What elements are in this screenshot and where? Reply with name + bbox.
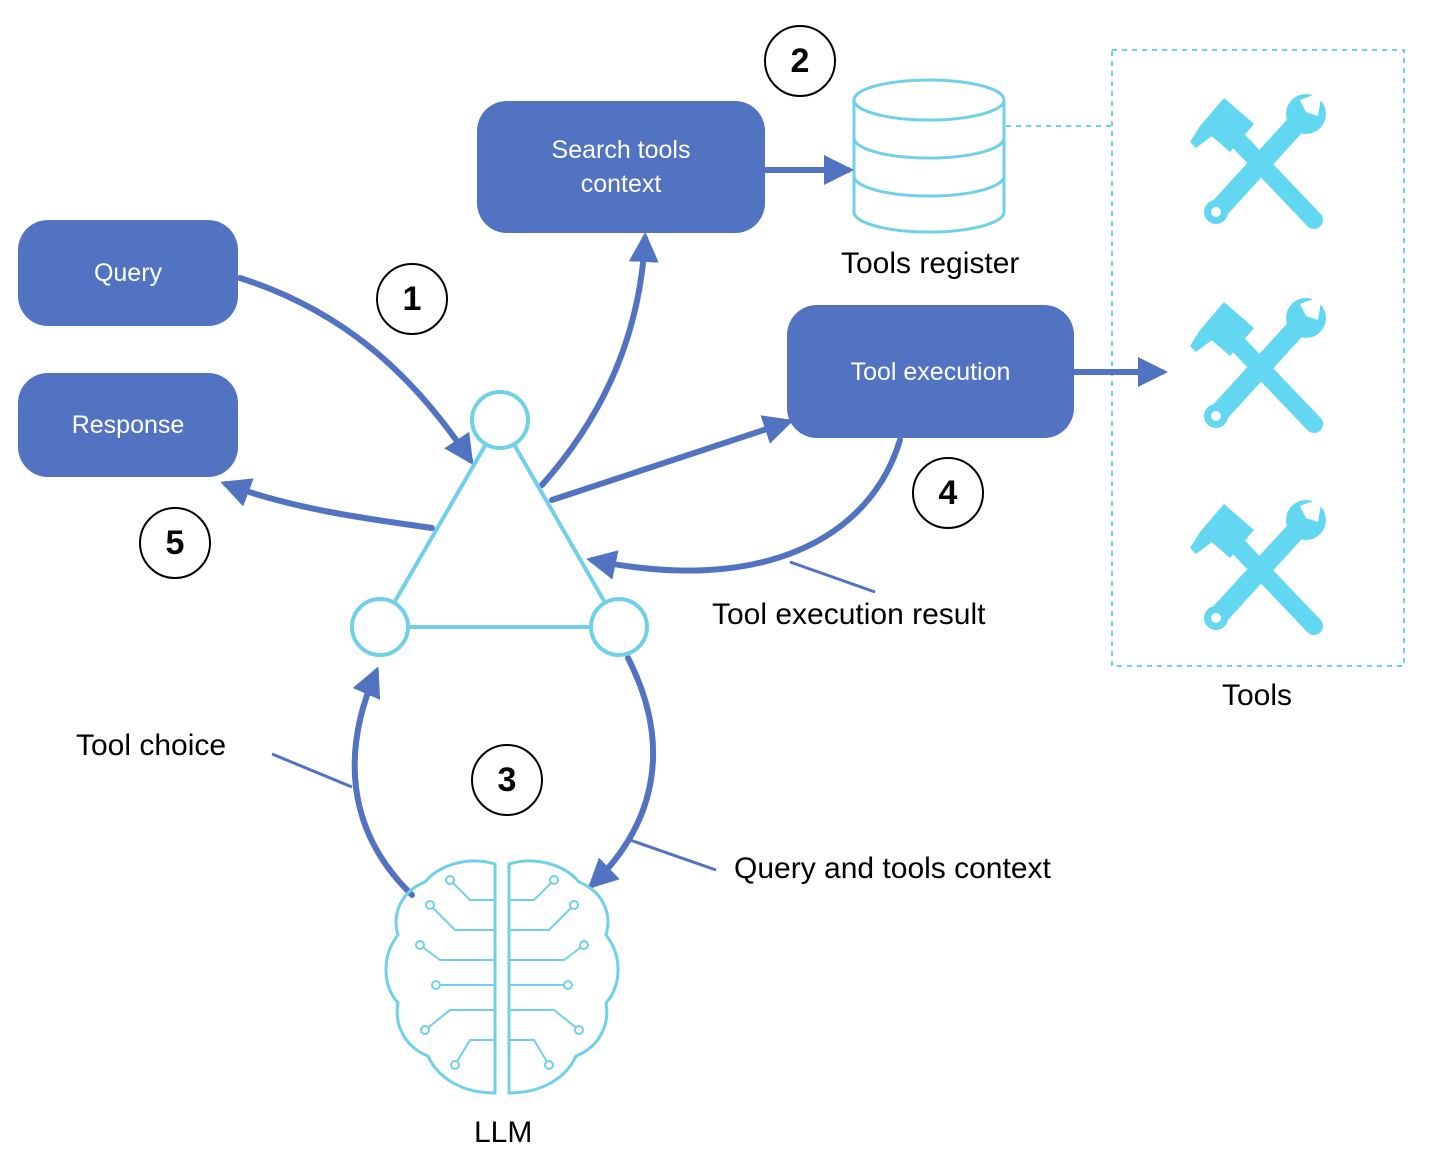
tools-label: Tools [1222,679,1293,712]
tools-register-label: Tools register [841,247,1020,280]
arrow-query-to-agent [237,275,474,465]
arrow-execution-result [586,437,903,580]
step-1-badge: 1 [376,263,448,335]
arrow-agent-to-search [539,232,659,488]
arrow-tool-choice [351,666,415,898]
step-4-number: 4 [938,473,958,512]
step-5-badge: 5 [139,507,211,579]
pointer-query-context [629,838,717,872]
arrow-context-to-llm [587,655,657,890]
tool-execution-result-label: Tool execution result [712,598,986,631]
agent-triangle-icon [350,390,649,657]
query-box: Query [18,220,238,326]
arrow-agent-to-execution [549,415,794,503]
response-box: Response [18,373,238,477]
search-tools-context-box: Search tools context [477,101,765,233]
tool-icon-3 [1190,498,1326,630]
query-and-tools-context-label: Query and tools context [734,852,1051,885]
query-box-label: Query [93,259,163,287]
pointer-execution-result [789,560,876,594]
pointer-tool-choice [271,752,353,789]
tool-icon-2 [1190,296,1326,428]
tool-icon-1 [1190,92,1326,224]
step-1-number: 1 [402,279,422,318]
tool-execution-label: Tool execution [850,357,1011,386]
step-3-badge: 3 [471,744,543,816]
llm-label: LLM [474,1116,533,1149]
search-tools-context-label: Search tools context [551,136,691,198]
step-5-number: 5 [165,523,185,562]
circuit-brain-icon [384,859,620,1095]
step-2-number: 2 [790,41,810,80]
response-box-label: Response [71,411,185,439]
database-icon [852,78,1006,234]
step-4-badge: 4 [912,457,984,529]
step-2-badge: 2 [764,25,836,97]
arrow-agent-to-response [220,478,435,531]
tools-container [1111,49,1405,667]
tool-choice-label: Tool choice [76,729,227,762]
tool-execution-box: Tool execution [787,305,1074,438]
step-3-number: 3 [497,760,517,799]
